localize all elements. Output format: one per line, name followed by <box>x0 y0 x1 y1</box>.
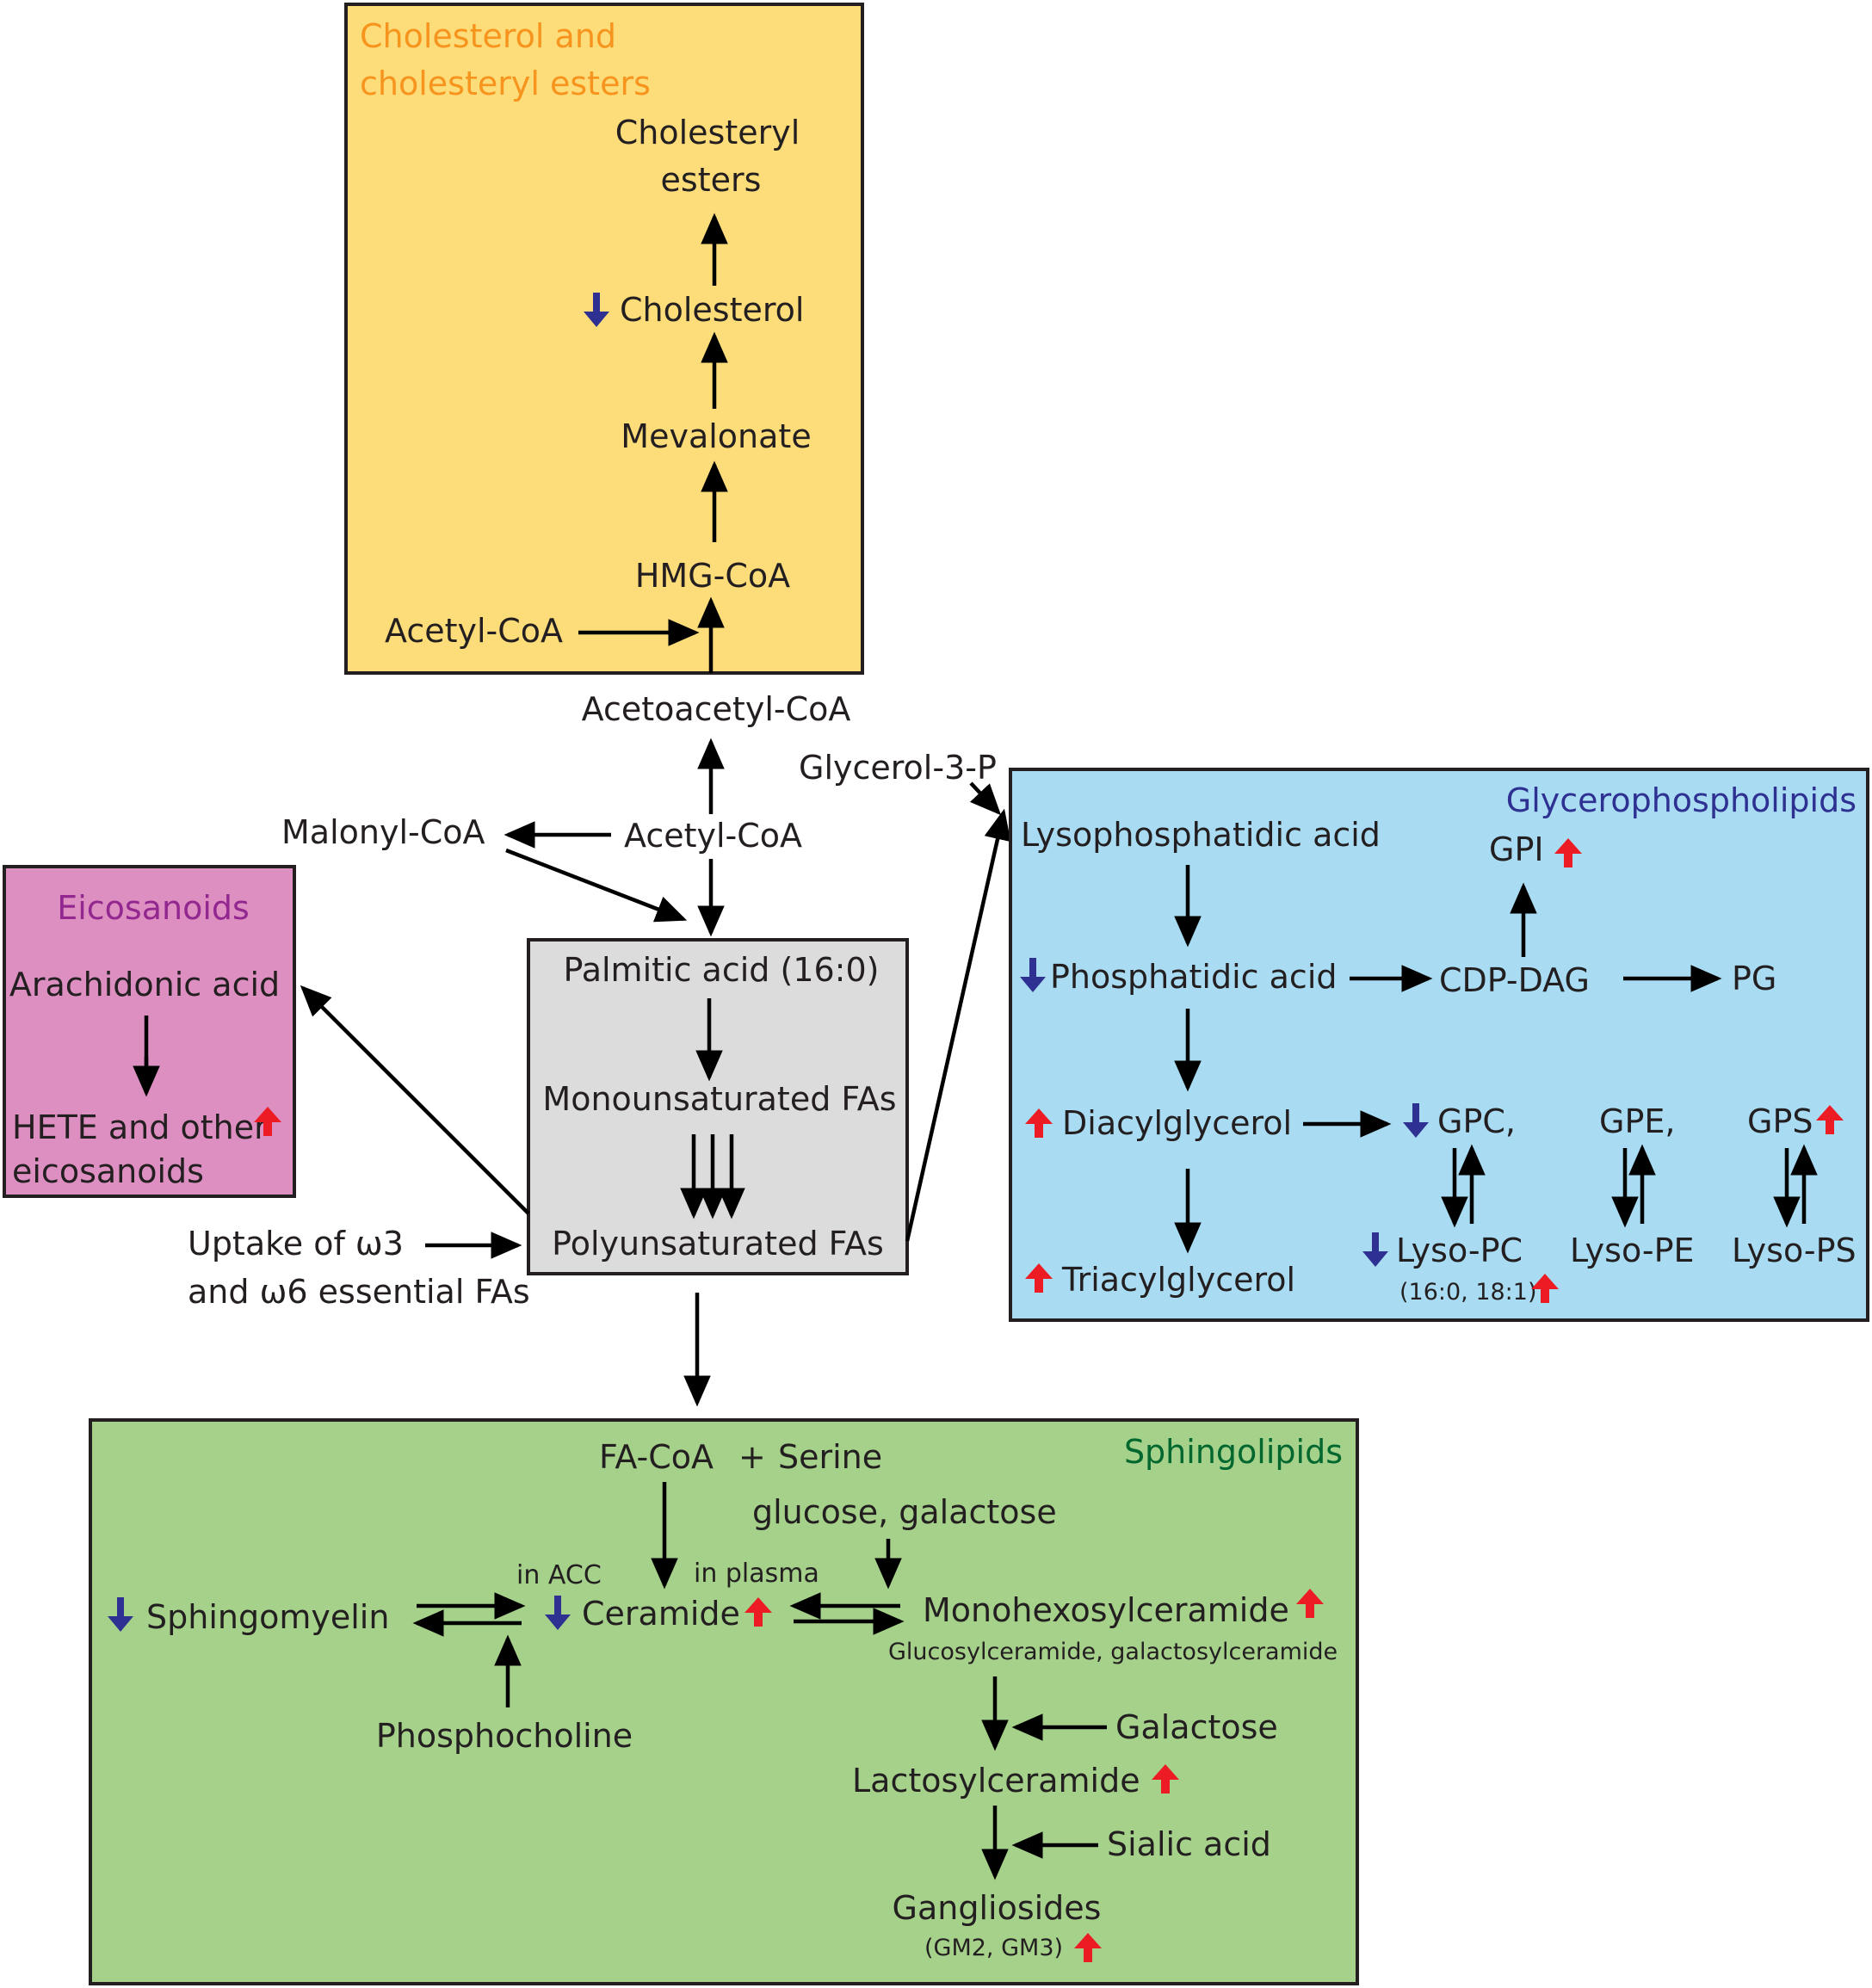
malonyl-coa-label: Malonyl-CoA <box>281 813 485 851</box>
ceramide-label: Ceramide <box>582 1595 740 1633</box>
phosphatidic-acid-label: Phosphatidic acid <box>1050 958 1338 996</box>
cholesterol-section: Cholesterol and cholesteryl esters Chole… <box>344 3 864 675</box>
uptake-label-2: and ω6 essential FAs <box>188 1273 530 1311</box>
in-acc-label: in ACC <box>516 1560 602 1590</box>
mevalonate-label: Mevalonate <box>621 417 811 455</box>
hete-label-1: HETE and other <box>12 1108 268 1146</box>
cholesterol-title-line1: Cholesterol and <box>360 17 616 55</box>
cholesterol-box <box>344 3 864 675</box>
phosphocholine-label: Phosphocholine <box>376 1717 633 1755</box>
glycerophospholipids-title: Glycerophospholipids <box>1506 781 1857 819</box>
cholesteryl-esters-label-2: esters <box>661 161 762 199</box>
cholesterol-label: Cholesterol <box>620 291 804 329</box>
gps-label: GPS <box>1747 1102 1813 1140</box>
glucose-galactose-label: glucose, galactose <box>752 1493 1057 1531</box>
acetyl-coa-center-label: Acetyl-CoA <box>624 817 802 855</box>
polyunsaturated-label: Polyunsaturated FAs <box>552 1225 884 1263</box>
fa-coa-label: FA-CoA <box>599 1438 714 1476</box>
sialic-acid-label: Sialic acid <box>1107 1825 1271 1863</box>
fatty-acid-section: Acetoacetyl-CoA Glycerol-3-P Malonyl-CoA… <box>188 690 1011 1407</box>
cholesteryl-esters-label-1: Cholesteryl <box>615 114 800 151</box>
monounsaturated-label: Monounsaturated FAs <box>542 1080 896 1118</box>
lyso-pe-label: Lyso-PE <box>1570 1232 1695 1269</box>
monohexosylceramide-label: Monohexosylceramide <box>923 1591 1289 1629</box>
arrow-malonyl-to-palmitic <box>505 848 688 923</box>
monohexosyl-note: Glucosylceramide, galactosylceramide <box>888 1639 1338 1665</box>
sphingolipids-box <box>89 1418 1359 1985</box>
acetyl-coa-top-label: Acetyl-CoA <box>385 612 563 650</box>
glycerol-3-p-label: Glycerol-3-P <box>799 749 997 787</box>
glycerophospholipids-box <box>1009 768 1869 1322</box>
sphingomyelin-label: Sphingomyelin <box>146 1598 389 1636</box>
triacylglycerol-label: Triacylglycerol <box>1061 1261 1295 1299</box>
hete-label-2: eicosanoids <box>12 1152 204 1190</box>
lyso-pc-note: (16:0, 18:1) <box>1399 1279 1537 1306</box>
eicosanoids-section: Eicosanoids Arachidonic acid HETE and ot… <box>3 865 296 1198</box>
uptake-label-1: Uptake of ω3 <box>188 1225 404 1263</box>
galactose-label: Galactose <box>1115 1708 1278 1746</box>
in-plasma-label: in plasma <box>694 1559 819 1589</box>
sphingolipids-title: Sphingolipids <box>1124 1433 1343 1471</box>
palmitic-acid-label: Palmitic acid (16:0) <box>564 951 880 989</box>
lysophosphatidic-acid-label: Lysophosphatidic acid <box>1021 816 1381 854</box>
plus-label: + <box>738 1438 766 1476</box>
lyso-ps-label: Lyso-PS <box>1732 1232 1857 1269</box>
gangliosides-label: Gangliosides <box>893 1889 1102 1927</box>
arrow-glycerol-to-lysophosphatidic <box>969 781 1002 816</box>
gpe-label: GPE, <box>1599 1102 1675 1140</box>
sphingolipids-section: Sphingolipids FA-CoA + Serine glucose, g… <box>89 1418 1359 1985</box>
cdp-dag-label: CDP-DAG <box>1439 961 1590 999</box>
serine-label: Serine <box>778 1438 882 1476</box>
hmg-coa-label: HMG-CoA <box>635 557 790 595</box>
arrow-poly-to-lysophosphatidic <box>905 808 1011 1242</box>
eicosanoids-title: Eicosanoids <box>57 889 250 927</box>
eicosanoids-box <box>3 865 296 1198</box>
gpc-label: GPC, <box>1437 1102 1516 1140</box>
lyso-pc-label: Lyso-PC <box>1396 1232 1523 1269</box>
pg-label: PG <box>1732 960 1776 997</box>
arachidonic-acid-label: Arachidonic acid <box>9 966 280 1003</box>
lactosylceramide-label: Lactosylceramide <box>852 1762 1140 1800</box>
gpi-label: GPI <box>1489 830 1544 868</box>
acetoacetyl-coa-label: Acetoacetyl-CoA <box>582 690 851 728</box>
arrow-poly-to-arachidonic <box>300 985 530 1215</box>
gangliosides-note: (GM2, GM3) <box>924 1935 1063 1961</box>
glycerophospholipids-section: Glycerophospholipids Lysophosphatidic ac… <box>1009 768 1869 1322</box>
cholesterol-title-line2: cholesteryl esters <box>360 65 651 102</box>
diacylglycerol-label: Diacylglycerol <box>1062 1104 1292 1142</box>
